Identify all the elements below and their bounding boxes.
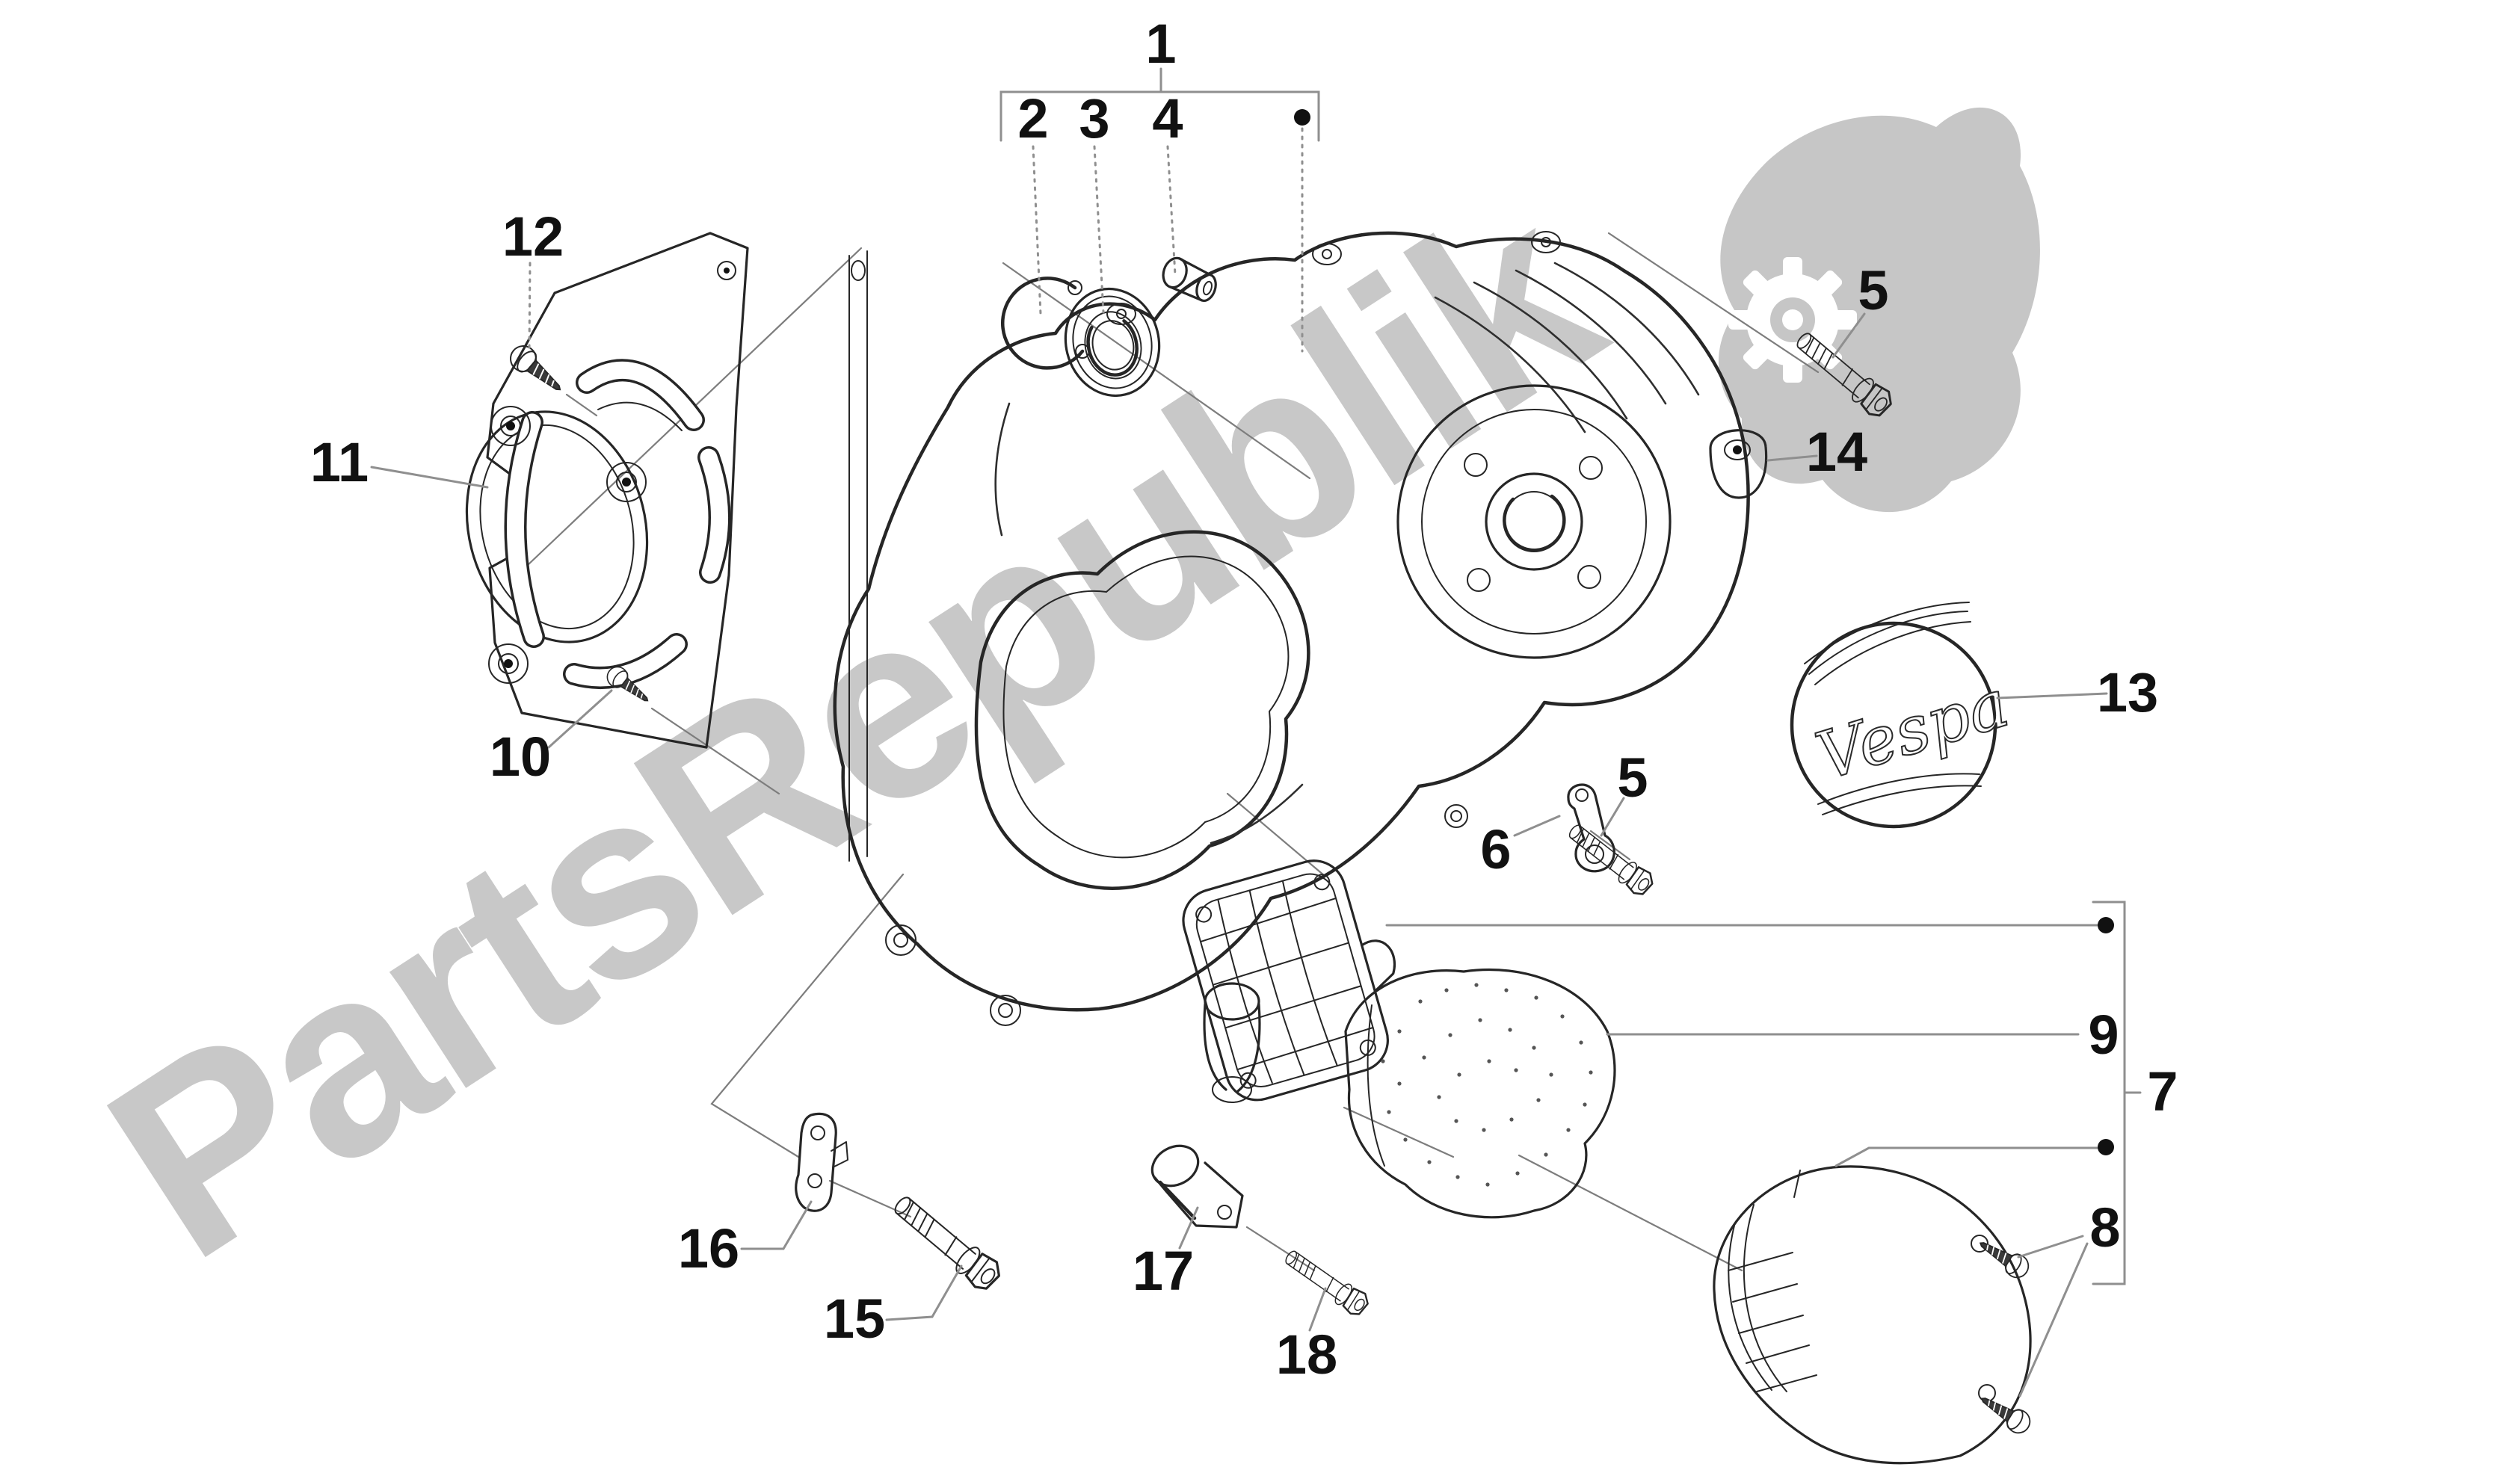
callout-6: 6 <box>1480 818 1511 880</box>
bracket-1-dot <box>1294 109 1310 126</box>
callout-5: 5 <box>1858 259 1888 321</box>
gear-logo-watermark <box>1718 107 2040 513</box>
part-drawing-pin <box>1162 256 1217 303</box>
bracket-7-dot-bottom <box>2098 1139 2114 1155</box>
callout-17: 17 <box>1133 1240 1194 1302</box>
part-drawing-bolt-15 <box>887 1188 1006 1296</box>
callout-4: 4 <box>1152 87 1183 149</box>
callout-12: 12 <box>502 206 564 268</box>
callout-13: 13 <box>2097 661 2158 723</box>
callout-labels: 1 2 3 4 5 5 6 7 8 9 10 11 12 13 14 15 16… <box>310 13 2178 1386</box>
callout-1: 1 <box>1145 13 1176 75</box>
callout-10: 10 <box>490 726 551 788</box>
part-drawing-filter-sponge <box>1344 968 1616 1219</box>
part-drawing-grommet <box>1709 429 1768 499</box>
bracket-7 <box>2092 901 2142 1285</box>
callout-18: 18 <box>1276 1324 1337 1386</box>
vespa-script-logo: Vespa <box>1808 664 2017 795</box>
sponge-stipple <box>1381 983 1593 1187</box>
part-drawing-bearing <box>1064 287 1161 398</box>
part-drawing-screw-8a <box>1974 1232 2033 1282</box>
callout-16: 16 <box>678 1217 739 1279</box>
part-drawing-screw-12 <box>505 340 569 401</box>
part-drawing-shield-plate <box>465 232 749 749</box>
callout-5b: 5 <box>1617 747 1648 809</box>
callout-14: 14 <box>1806 421 1867 483</box>
part-drawing-air-grid <box>1182 859 1396 1102</box>
callout-11: 11 <box>310 431 369 493</box>
callout-9: 9 <box>2088 1004 2119 1066</box>
part-drawing-bracket-plate <box>795 1112 848 1212</box>
bracket-1 <box>999 67 1320 142</box>
part-drawing-vespa-cap: Vespa <box>1790 602 2018 829</box>
part-drawing-clamp <box>1150 1144 1244 1229</box>
callout-leaders <box>370 67 2142 1398</box>
part-drawing-link <box>1567 783 1615 873</box>
part-drawing-screw-8b <box>1975 1388 2035 1438</box>
watermark-text: PartsRepublik <box>61 141 1647 1315</box>
part-drawing-crankcase-cover <box>833 231 1750 1103</box>
part-drawing-bolt-5-mid <box>1563 818 1658 900</box>
part-drawing-gasket-strip <box>848 250 868 862</box>
callout-2: 2 <box>1017 87 1048 149</box>
callout-8: 8 <box>2089 1196 2120 1259</box>
part-drawing-bolt-18 <box>1280 1244 1373 1320</box>
callout-15: 15 <box>824 1288 885 1350</box>
bracket-7-dot-top <box>2098 917 2114 933</box>
watermark-layer: PartsRepublik <box>61 107 2040 1315</box>
callout-7: 7 <box>2147 1060 2178 1122</box>
callout-3: 3 <box>1079 87 1109 149</box>
part-drawing-air-case <box>1713 1165 2032 1465</box>
